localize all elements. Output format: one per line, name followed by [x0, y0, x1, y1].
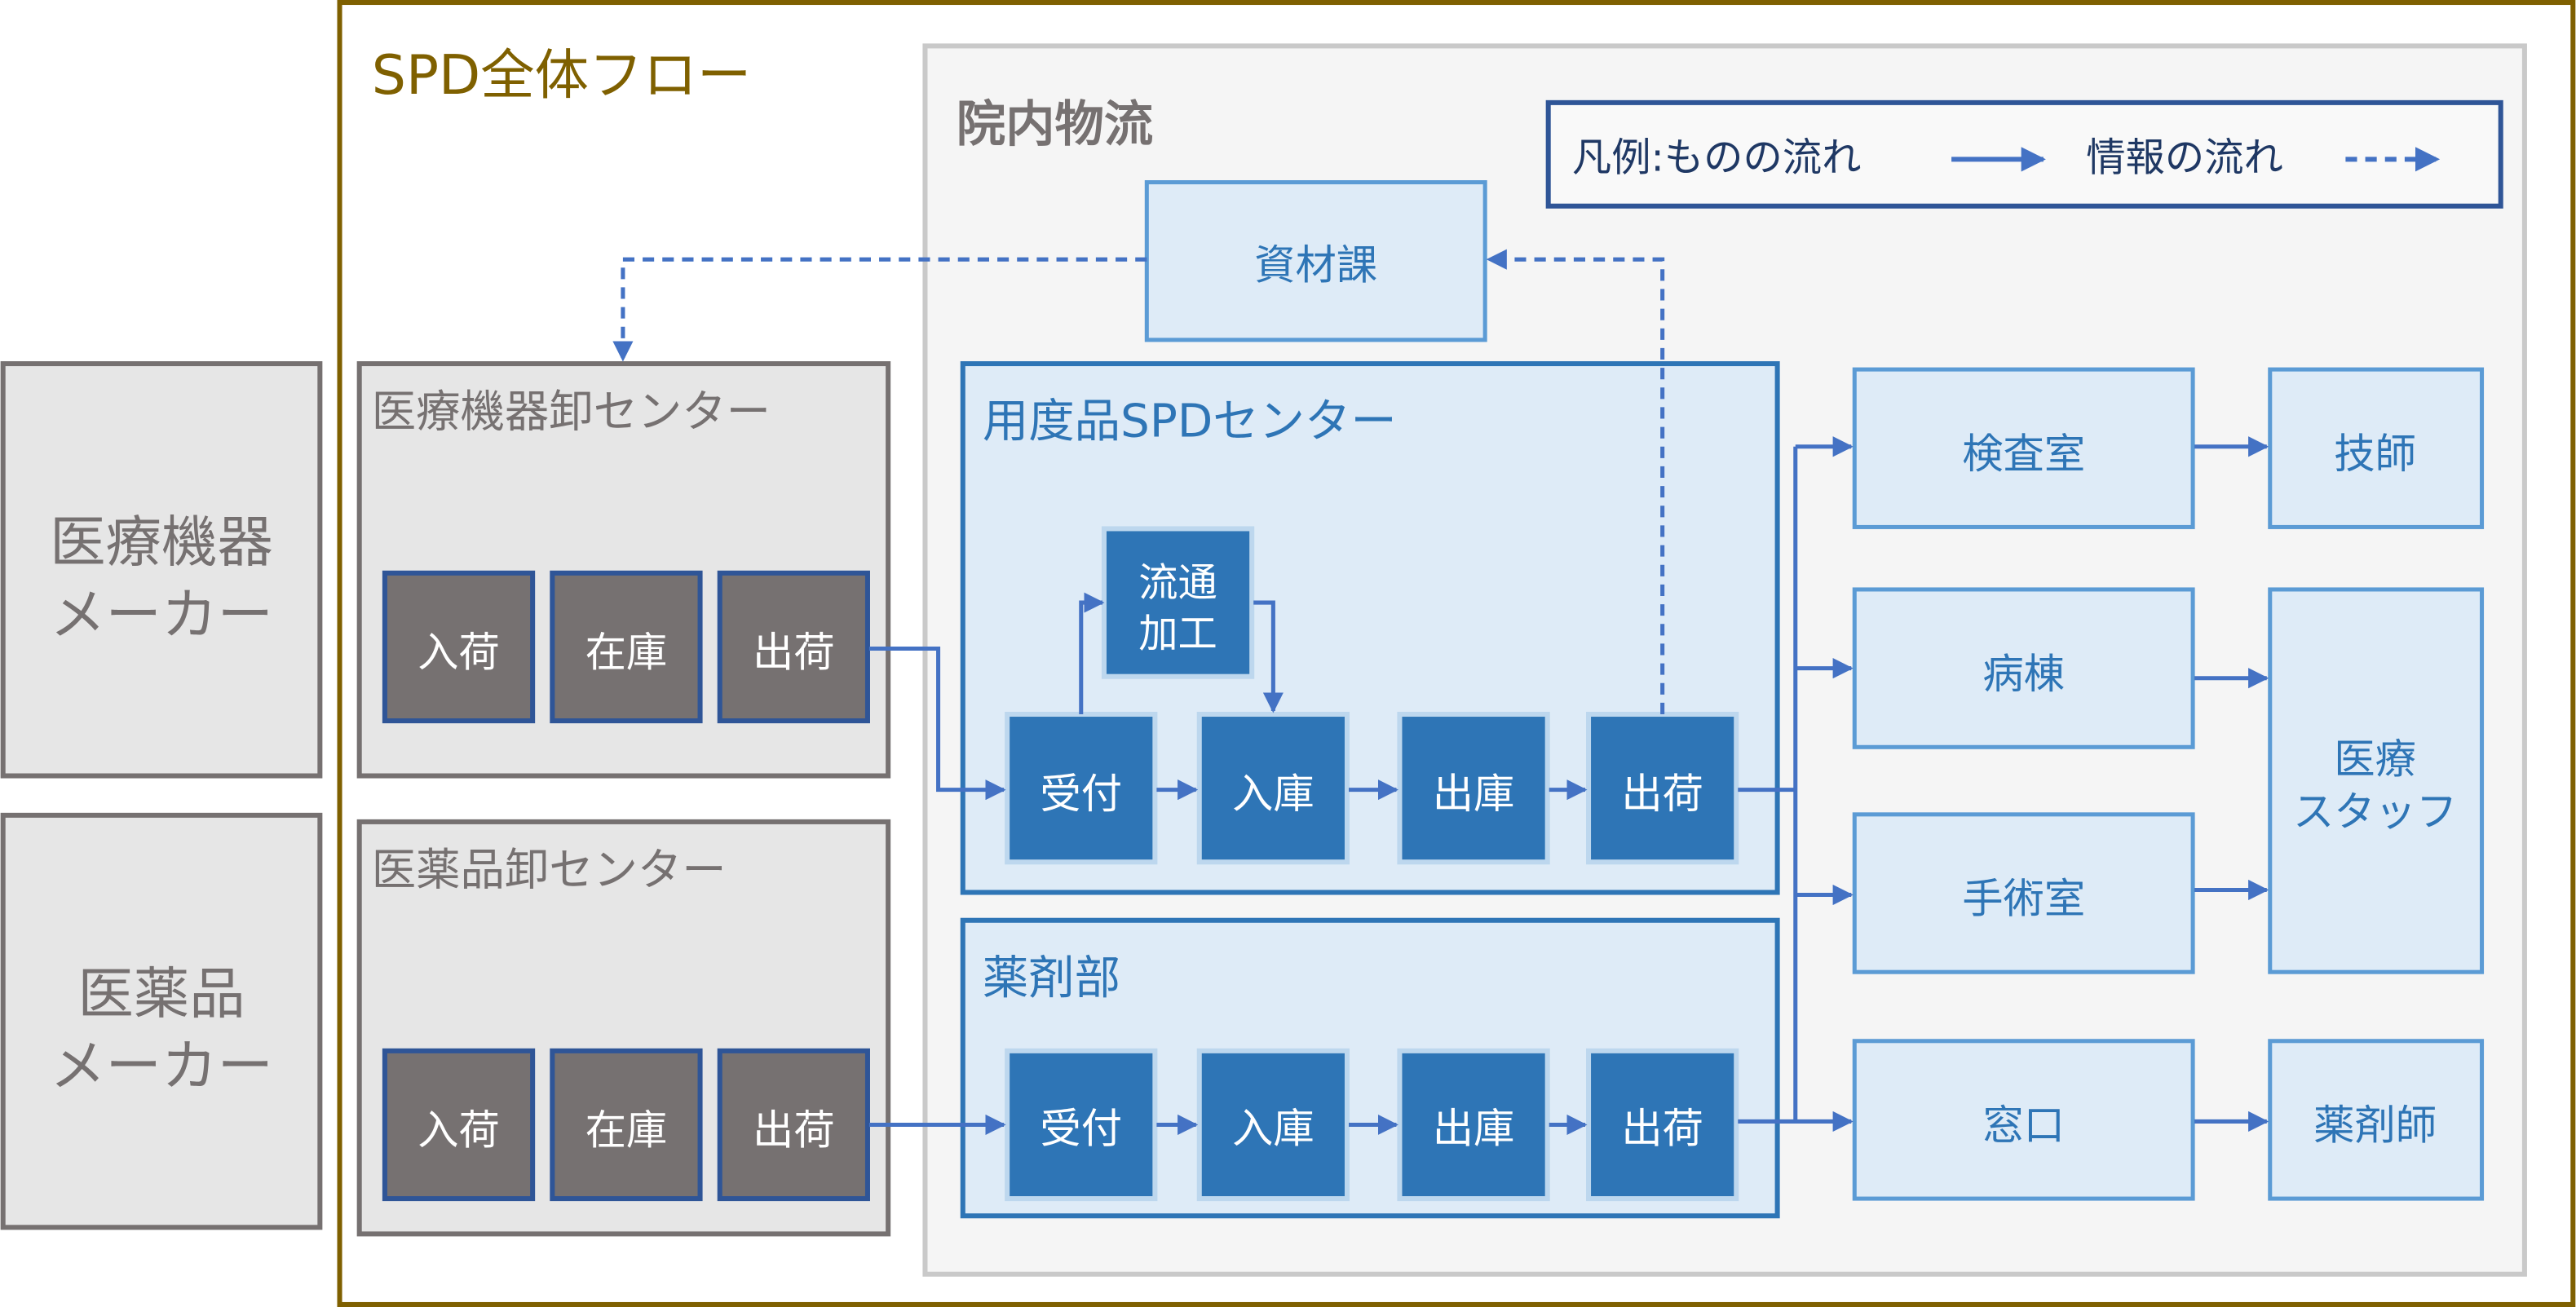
destination-counter[interactable]: 窓口 — [1852, 1039, 2195, 1201]
pharmacy-step-reception[interactable]: 受付 — [1005, 1048, 1158, 1202]
materials-dept-label: 資材課 — [1254, 241, 1377, 289]
step-label: 出荷 — [753, 629, 835, 677]
wholesaler-step-ship[interactable]: 出荷 — [717, 1048, 870, 1202]
arrow-processing-to-warehousing — [1253, 600, 1284, 713]
step-label: 出荷 — [1621, 770, 1703, 818]
wholesaler-pharmaceuticals[interactable]: 医薬品卸センター 入荷 在庫 出荷 — [356, 819, 891, 1237]
step-label-line1: 流通 — [1138, 560, 1217, 606]
destination-label: 窓口 — [1982, 1102, 2065, 1150]
spd-step-processing[interactable]: 流通 加工 — [1101, 526, 1255, 679]
pharmacy-step-shipping[interactable]: 出荷 — [1586, 1048, 1739, 1202]
spd-center-title: 用度品SPDセンター — [983, 395, 1397, 448]
staff-medical[interactable]: 医療 スタッフ — [2268, 587, 2485, 974]
step-label: 出庫 — [1433, 770, 1515, 818]
step-label: 出荷 — [1621, 1105, 1703, 1153]
step-label: 受付 — [1040, 1105, 1122, 1153]
legend: 凡例:ものの流れ 情報の流れ — [1545, 99, 2503, 209]
spd-step-issuing[interactable]: 出庫 — [1397, 711, 1550, 865]
spd-step-warehousing[interactable]: 入庫 — [1196, 711, 1350, 865]
step-label-line2: 加工 — [1138, 611, 1217, 656]
step-label: 出庫 — [1433, 1105, 1515, 1153]
materials-dept-box[interactable]: 資材課 — [1144, 180, 1487, 342]
step-label: 在庫 — [585, 1106, 668, 1155]
arrow-spd-shipping-to-materials-dept — [1486, 249, 1665, 715]
step-label: 在庫 — [585, 629, 668, 677]
spd-step-shipping[interactable]: 出荷 — [1586, 711, 1739, 865]
maker-label-line1: 医療機器 — [50, 510, 273, 576]
wholesaler-step-stock[interactable]: 在庫 — [550, 570, 703, 724]
arrow-materials-dept-to-device-wholesaler — [612, 257, 1147, 362]
wholesaler-title: 医療機器卸センター — [372, 386, 771, 438]
step-label: 受付 — [1040, 770, 1122, 818]
step-label: 入庫 — [1232, 1105, 1315, 1153]
material-flow-arrows — [868, 436, 2269, 1136]
pharmacy-step-warehousing[interactable]: 入庫 — [1196, 1048, 1350, 1202]
destination-label: 手術室 — [1962, 875, 2085, 923]
maker-pharmaceuticals[interactable]: 医薬品 メーカー — [0, 812, 323, 1230]
wholesaler-step-receive[interactable]: 入荷 — [382, 1048, 536, 1202]
maker-label-line2: メーカー — [50, 582, 273, 647]
destination-operating-room[interactable]: 手術室 — [1852, 812, 2195, 974]
staff-label-line2: スタッフ — [2293, 788, 2457, 836]
legend-prefix: 凡例: — [1572, 135, 1664, 180]
pharmacy-dept[interactable]: 薬剤部 受付 入庫 出庫 出荷 — [960, 917, 1780, 1219]
wholesaler-medical-devices[interactable]: 医療機器卸センター 入荷 在庫 出荷 — [356, 361, 891, 779]
pharmacy-step-issuing[interactable]: 出庫 — [1397, 1048, 1550, 1202]
maker-medical-devices[interactable]: 医療機器 メーカー — [0, 361, 323, 779]
destination-ward[interactable]: 病棟 — [1852, 587, 2195, 749]
legend-info-flow-label: 情報の流れ — [2086, 135, 2283, 180]
step-label: 出荷 — [753, 1106, 835, 1155]
maker-label-line1: 医薬品 — [77, 962, 245, 1027]
staff-label-line1: 医療 — [2334, 735, 2416, 784]
step-label: 入荷 — [418, 629, 500, 677]
staff-technician[interactable]: 技師 — [2268, 367, 2485, 529]
staff-label: 技師 — [2334, 430, 2416, 478]
diagram-title: SPD全体フロー — [372, 43, 752, 107]
step-label: 入荷 — [418, 1106, 500, 1155]
destination-label: 病棟 — [1982, 650, 2065, 698]
step-label: 入庫 — [1232, 770, 1315, 818]
arrow-device-wholesaler-to-spd — [868, 646, 1006, 801]
wholesaler-step-stock[interactable]: 在庫 — [550, 1048, 703, 1202]
wholesaler-step-receive[interactable]: 入荷 — [382, 570, 536, 724]
hospital-logistics-title: 院内物流 — [957, 96, 1154, 153]
pharmacy-title: 薬剤部 — [983, 952, 1120, 1005]
staff-pharmacist[interactable]: 薬剤師 — [2268, 1039, 2485, 1201]
spd-overall-frame — [337, 0, 2576, 1307]
svg-text:凡例:ものの流れ: 凡例:ものの流れ — [1572, 135, 1862, 180]
destination-label: 検査室 — [1962, 430, 2085, 478]
destination-lab[interactable]: 検査室 — [1852, 367, 2195, 529]
legend-material-flow-label: ものの流れ — [1664, 135, 1862, 180]
staff-label: 薬剤師 — [2313, 1102, 2437, 1150]
arrow-reception-to-processing — [1079, 592, 1105, 715]
spd-step-reception[interactable]: 受付 — [1005, 711, 1158, 865]
maker-label-line2: メーカー — [50, 1034, 273, 1099]
wholesaler-title: 医薬品卸センター — [372, 844, 727, 895]
information-flow-arrows — [612, 249, 1665, 715]
spd-center[interactable]: 用度品SPDセンター 流通 加工 受付 入庫 出庫 出荷 — [960, 361, 1780, 895]
wholesaler-step-ship[interactable]: 出荷 — [717, 570, 870, 724]
